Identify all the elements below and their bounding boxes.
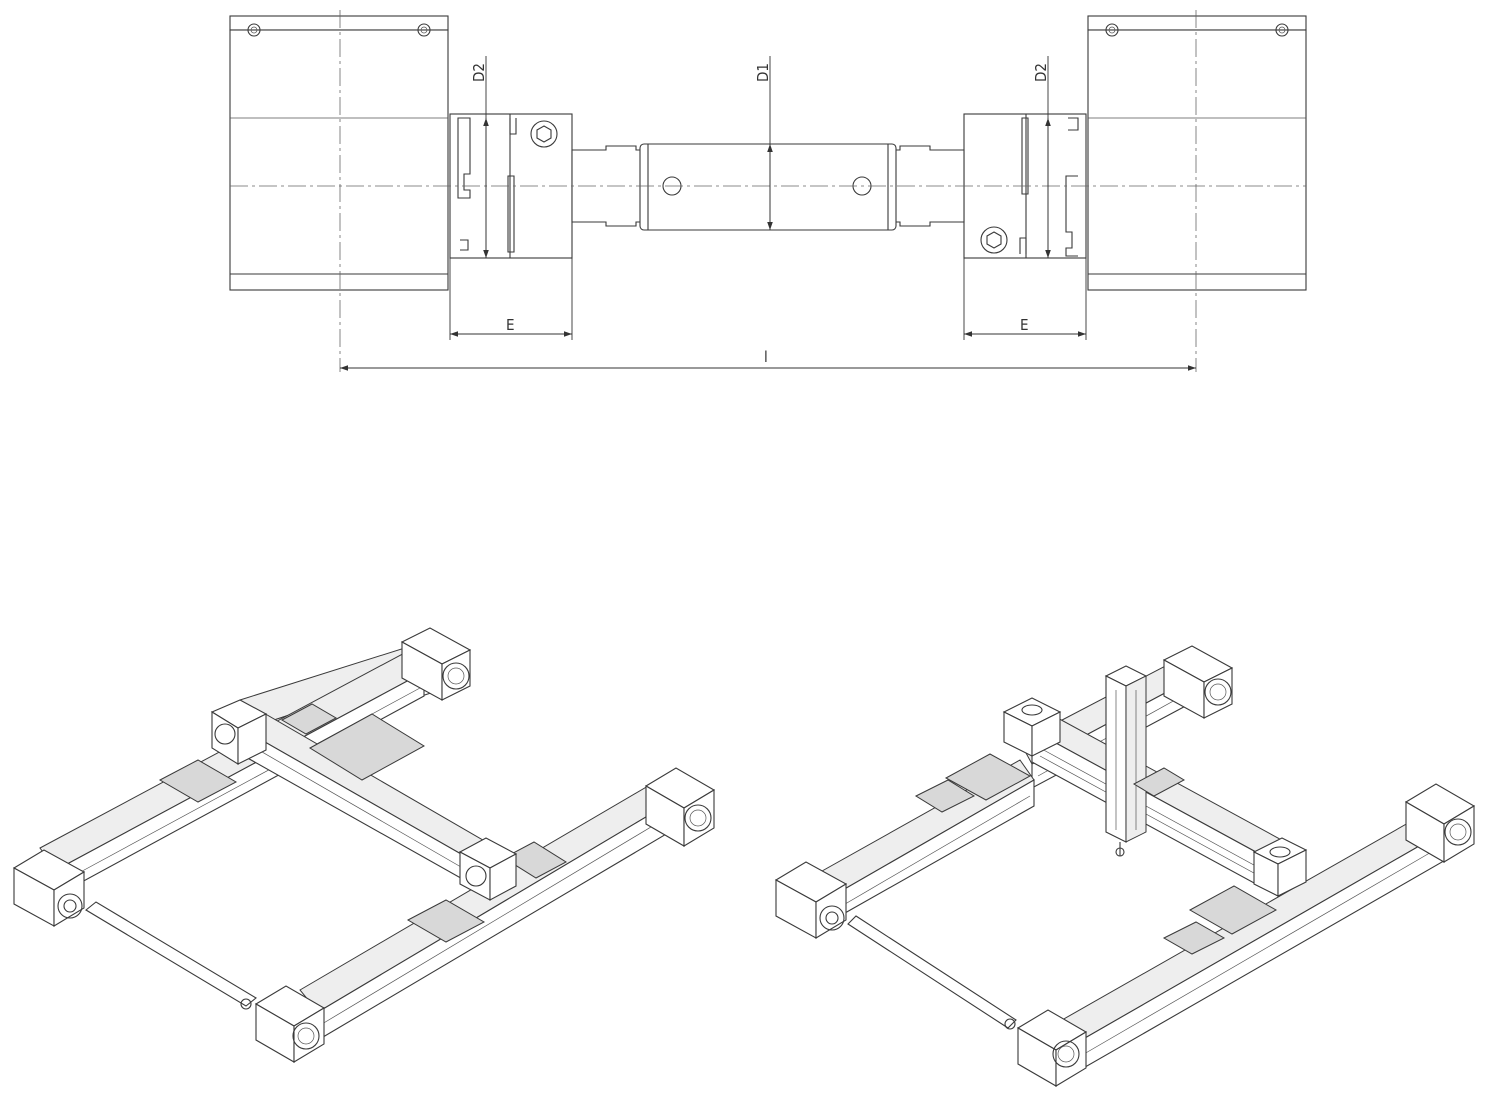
dimension-e-left: E [449, 258, 573, 340]
isometric-three-axis-gantry [774, 645, 1476, 1087]
end-block-2-tr [1162, 645, 1234, 719]
end-block-mr [458, 837, 518, 901]
d2-right-label: D2 [1032, 63, 1050, 82]
end-block-2-tl [1002, 697, 1062, 757]
d1-label: D1 [754, 63, 772, 82]
end-block-2-fr [1404, 783, 1476, 863]
e-right-label: E [1020, 316, 1029, 334]
d2-left-label: D2 [470, 63, 488, 82]
dimension-d2-right: D2 [1032, 56, 1051, 258]
sync-shaft [57, 893, 257, 1010]
sync-shaft-2 [819, 905, 1017, 1030]
end-block-2-ml [774, 861, 848, 939]
dimension-e-right: E [963, 258, 1087, 340]
front-elevation-view: D2 D1 D2 E E l [229, 10, 1307, 372]
end-block-tr [400, 627, 472, 701]
end-block-2-mr [1252, 837, 1308, 897]
end-block-fr [644, 767, 716, 847]
left-motor-block [229, 15, 449, 291]
dimension-d1: D1 [754, 56, 773, 230]
end-block-fl [254, 985, 326, 1063]
isometric-two-axis-gantry [12, 627, 716, 1063]
dimension-overall-length: l [340, 348, 1196, 371]
right-motor-block [1087, 15, 1307, 291]
end-block-2-fl [1016, 1009, 1088, 1087]
connecting-shaft-tube [639, 143, 897, 231]
vertical-z-axis [1104, 665, 1186, 857]
overall-length-label: l [764, 348, 768, 366]
e-left-label: E [506, 316, 515, 334]
end-block-tl [210, 699, 268, 765]
dimension-d2-left: D2 [470, 56, 489, 258]
end-block-ml [12, 849, 86, 927]
